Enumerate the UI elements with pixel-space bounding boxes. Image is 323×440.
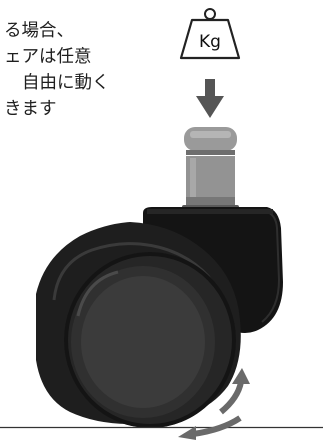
caption-line-1: る場合、	[4, 21, 74, 41]
caster-stem	[182, 127, 239, 213]
caption-line-4: きます	[4, 99, 57, 119]
rotation-arrow-icon	[178, 368, 250, 440]
caption-text: る場合、 ェアは任意 自由に動く きます	[0, 18, 160, 122]
caster-wheel	[36, 222, 241, 428]
weight-icon: Kg	[179, 8, 241, 60]
caption-line-2: ェアは任意	[4, 47, 92, 67]
down-arrow-icon	[196, 79, 224, 118]
weight-label: Kg	[199, 32, 221, 52]
caption-line-3: 自由に動く	[22, 73, 110, 93]
